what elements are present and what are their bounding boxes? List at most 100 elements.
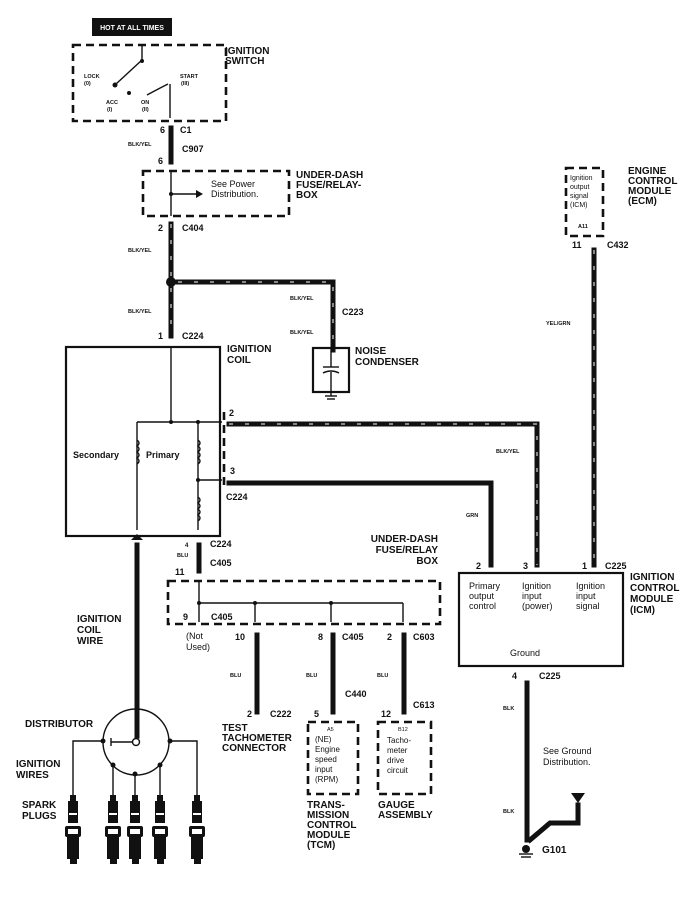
ignition-wires-label-1: IGNITION [16,759,60,770]
switch-pos-on-num: (II) [142,107,149,113]
fuse-box-bottom-label-2: FUSE/RELAY [376,545,439,556]
c225-bottom-label: C225 [539,671,561,681]
tcm-inner-1: (NE) [315,735,332,744]
wire-color-blu-3: BLU [306,673,317,679]
under-dash-fuse-box-bottom[interactable]: 9 C405 [166,579,442,626]
tcm-label-5: (TCM) [307,840,335,851]
c224-top-pin: 1 [158,331,163,341]
spark-plug-icon [127,795,143,864]
ground-g101-icon [519,845,533,858]
noise-condenser[interactable] [311,346,351,400]
wire-color-yel-grn: YEL/GRN [546,321,570,327]
wire-color-blu-4: BLU [377,673,388,679]
fuse-box-top-label-2: FUSE/RELAY- [296,180,361,191]
ecm-label-3: MODULE [628,186,672,197]
switch-pos-acc-num: (I) [107,107,112,113]
ignition-switch-label-1: IGNITION [225,46,269,57]
c405-top-pin: 11 [175,567,185,577]
not-used-1: (Not [186,631,204,641]
c907-label: C907 [182,144,204,154]
tcm-label-3: CONTROL [307,820,356,831]
tcm-inner-5: (RPM) [315,775,338,784]
coil-secondary-label: Secondary [73,450,119,460]
ignition-coil-label-2: COIL [227,355,251,366]
icm-col3-2: input [576,591,596,601]
gauge-assembly[interactable]: B12 Tacho- meter drive circuit [376,720,433,796]
ecm-inner-3: signal [570,193,589,200]
power-dist-note-2: Distribution. [211,189,259,199]
switch-pos-start-num: (III) [181,81,189,87]
ground-note-1: See Ground [543,746,592,756]
ground-note-2: Distribution. [543,757,591,767]
c432-pin: 11 [572,240,582,250]
wire-color-blk-2: BLK [503,809,514,815]
ecm-label-4: (ECM) [628,196,657,207]
c223-label: C223 [342,307,364,317]
ecm-inner-4: (ICM) [570,202,588,209]
c222-pin: 2 [247,709,252,719]
test-tach-label-1: TEST [222,723,248,734]
spark-plug-icon [105,795,121,864]
icm-label-1: IGNITION [630,572,674,583]
tcm-inner-4: input [315,765,333,774]
under-dash-fuse-box-top[interactable]: See Power Distribution. [141,169,291,218]
wire-color-blk-yel-1: BLK/YEL [128,142,152,148]
engine-control-module[interactable]: Ignition output signal (ICM) A11 [564,166,605,238]
c405-8-label: C405 [342,632,364,642]
gauge-inner-4: circuit [387,766,409,775]
noise-condenser-label-1: NOISE [355,346,386,357]
wire-color-blk-yel-2: BLK/YEL [128,248,152,254]
c222-label: C222 [270,709,292,719]
ignition-control-module[interactable]: Primary output control Ignition input (p… [457,571,625,668]
spark-plug-icon [65,795,81,864]
icm-col2-1: Ignition [522,581,551,591]
c613-label: C613 [413,700,435,710]
power-dist-note-1: See Power [211,179,255,189]
spark-plug-icon [189,795,205,864]
c440-label: C440 [345,689,367,699]
c405-10-pin: 10 [235,632,245,642]
wire-color-blk-yel-3: BLK/YEL [128,309,152,315]
c224-pin3-label: C224 [226,492,248,502]
c1-pin: 6 [160,125,165,135]
ignition-switch[interactable]: LOCK (0) ACC (I) ON (II) START (III) [71,43,228,123]
wire-color-blk-yel-5: BLK/YEL [290,330,314,336]
switch-pos-start: START [180,74,199,80]
ignition-coil[interactable]: Secondary Primary [64,345,222,538]
wire-color-blk-yel-4: BLK/YEL [290,296,314,302]
ignition-wires-label-2: WIRES [16,770,49,781]
ignition-switch-label-2: SWITCH [225,56,264,67]
c224-bottom-label: C224 [210,539,232,549]
switch-pos-on: ON [141,100,149,106]
coil-wire-label-2: COIL [77,625,101,636]
c603-pin: 2 [387,632,392,642]
tcm-inner-3: speed [315,755,337,764]
c432-label: C432 [607,240,629,250]
fuse-box-bottom-label-3: BOX [416,556,438,567]
not-used-2: Used) [186,642,210,652]
icm-col3-3: signal [576,601,600,611]
icm-ground-label: Ground [510,648,540,658]
c225-top-label: C225 [605,561,627,571]
spark-plug-icon [152,795,168,864]
c404-label: C404 [182,223,204,233]
icm-col1-2: output [469,591,495,601]
c224-top-label: C224 [182,331,204,341]
icm-label-2: CONTROL [630,583,679,594]
coil-wire-label-1: IGNITION [77,614,121,625]
noise-condenser-label-2: CONDENSER [355,357,420,368]
icm-col1-1: Primary [469,581,500,591]
gauge-inner-3: drive [387,756,405,765]
gauge-label-1: GAUGE [378,800,415,811]
switch-pos-acc: ACC [106,100,118,106]
distributor-label: DISTRIBUTOR [25,719,94,730]
wire-color-blk-yel-6: BLK/YEL [496,449,520,455]
transmission-control-module[interactable]: A5 (NE) Engine speed input (RPM) [306,720,360,796]
c224-bottom-pin: 4 [185,543,189,549]
icm-label-4: (ICM) [630,605,655,616]
wire-color-grn: GRN [466,513,478,519]
c224-pin3: 3 [230,466,235,476]
icm-col3-1: Ignition [576,581,605,591]
wire-color-blk-1: BLK [503,706,514,712]
